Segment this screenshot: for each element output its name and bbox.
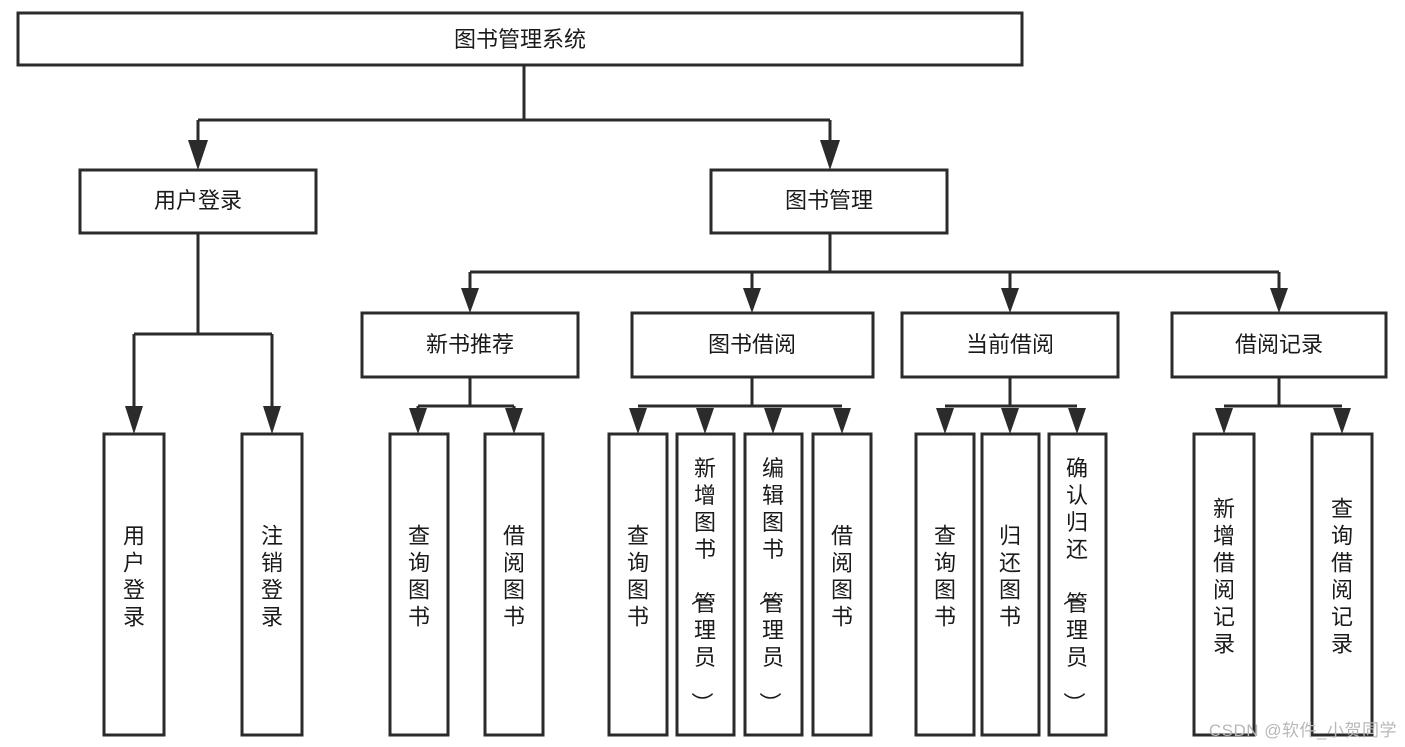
node-leaf-return-book-label: 归还图书 (999, 524, 1021, 630)
arrowhead-user-login (188, 140, 208, 170)
arrowhead-book-management (820, 140, 840, 170)
node-leaf-query-book-3[interactable]: 查询图书 (914, 432, 976, 737)
arrowhead-leaf-confirm-return (1068, 408, 1086, 434)
node-leaf-confirm-return-label: 确认归还（管理员） (1061, 456, 1088, 714)
node-book-management-label: 图书管理 (785, 188, 873, 213)
node-current-borrow-box[interactable] (900, 311, 1120, 379)
node-leaf-borrow-book-1-box[interactable] (483, 432, 545, 737)
node-leaf-user-login[interactable]: 用户登录 (102, 432, 166, 737)
node-leaf-edit-book-box[interactable] (743, 432, 804, 737)
node-root-label: 图书管理系统 (454, 27, 586, 52)
node-leaf-add-book-label: 新增图书（管理员） (689, 456, 716, 714)
node-leaf-logout-login-label: 注销登录 (261, 524, 283, 630)
node-book-management-box[interactable] (709, 168, 949, 235)
arrowhead-leaf-add-book (696, 408, 714, 434)
arrowhead-leaf-edit-book (764, 408, 782, 434)
node-leaf-query-book-2[interactable]: 查询图书 (607, 432, 669, 737)
node-leaf-query-record-box[interactable] (1310, 432, 1374, 737)
node-new-book-recommend[interactable]: 新书推荐 (360, 311, 580, 379)
node-current-borrow[interactable]: 当前借阅 (900, 311, 1120, 379)
node-leaf-return-book-box[interactable] (980, 432, 1041, 737)
node-user-login-label: 用户登录 (154, 188, 242, 213)
node-leaf-query-book-1-box[interactable] (388, 432, 450, 737)
node-borrow-record-box[interactable] (1170, 311, 1388, 379)
node-book-borrow[interactable]: 图书借阅 (630, 311, 875, 379)
node-leaf-add-record-label: 新增借阅记录 (1213, 497, 1235, 657)
node-leaf-edit-book-label: 编辑图书（管理员） (757, 456, 784, 714)
node-leaf-query-book-1[interactable]: 查询图书 (388, 432, 450, 737)
node-leaf-borrow-book-2-label: 借阅图书 (831, 524, 853, 630)
node-leaf-add-record-box[interactable] (1192, 432, 1256, 737)
node-root-box[interactable] (16, 11, 1024, 67)
node-leaf-confirm-return-box[interactable] (1047, 432, 1108, 737)
node-leaf-user-login-label: 用户登录 (123, 524, 145, 630)
node-leaf-borrow-book-2-box[interactable] (811, 432, 873, 737)
node-user-login[interactable]: 用户登录 (78, 168, 318, 235)
arrowhead-new-book-recommend (461, 288, 479, 313)
node-leaf-query-book-2-label: 查询图书 (627, 524, 649, 630)
node-leaf-edit-book[interactable]: 编辑图书（管理员） (743, 432, 804, 737)
node-leaf-confirm-return[interactable]: 确认归还（管理员） (1047, 432, 1108, 737)
arrowhead-leaf-borrow-book-2 (833, 408, 851, 434)
node-leaf-add-book-box[interactable] (675, 432, 736, 737)
node-leaf-logout-login-box[interactable] (240, 432, 304, 737)
node-leaf-query-book-2-box[interactable] (607, 432, 669, 737)
node-leaf-add-record[interactable]: 新增借阅记录 (1192, 432, 1256, 737)
csdn-watermark: CSDN @软件_小贺同学 (1208, 721, 1397, 740)
leaf-nodes-layer: 用户登录 注销登录 查询图书 借阅图书 查询图书 新增图书（管理员） (102, 432, 1374, 737)
node-leaf-borrow-book-1[interactable]: 借阅图书 (483, 432, 545, 737)
node-new-book-recommend-box[interactable] (360, 311, 580, 379)
node-leaf-logout-login[interactable]: 注销登录 (240, 432, 304, 737)
node-leaf-query-book-3-label: 查询图书 (934, 524, 956, 630)
node-leaf-query-record-label: 查询借阅记录 (1331, 497, 1353, 657)
node-current-borrow-label: 当前借阅 (966, 332, 1054, 357)
arrowhead-leaf-return-book (1001, 408, 1019, 434)
arrowhead-leaf-query-book-3 (936, 408, 954, 434)
node-leaf-return-book[interactable]: 归还图书 (980, 432, 1041, 737)
arrowhead-book-borrow (743, 288, 761, 313)
arrowhead-current-borrow (1001, 288, 1019, 313)
arrowhead-leaf-logout-login (263, 406, 281, 434)
arrowhead-leaf-query-book-2 (629, 408, 647, 434)
arrowhead-leaf-user-login (125, 406, 143, 434)
node-borrow-record[interactable]: 借阅记录 (1170, 311, 1388, 379)
node-root[interactable]: 图书管理系统 (16, 11, 1024, 67)
arrowhead-leaf-query-book-1 (409, 408, 427, 434)
arrowhead-leaf-query-record (1333, 408, 1351, 434)
node-borrow-record-label: 借阅记录 (1235, 332, 1323, 357)
node-leaf-query-book-1-label: 查询图书 (408, 524, 430, 630)
node-leaf-query-book-3-box[interactable] (914, 432, 976, 737)
connector-layer (125, 65, 1351, 434)
node-user-login-box[interactable] (78, 168, 318, 235)
node-leaf-add-book[interactable]: 新增图书（管理员） (675, 432, 736, 737)
node-leaf-user-login-box[interactable] (102, 432, 166, 737)
node-leaf-borrow-book-2[interactable]: 借阅图书 (811, 432, 873, 737)
node-new-book-recommend-label: 新书推荐 (426, 332, 514, 357)
arrowhead-leaf-add-record (1215, 408, 1233, 434)
arrowhead-leaf-borrow-book-1 (505, 408, 523, 434)
node-leaf-query-record[interactable]: 查询借阅记录 (1310, 432, 1374, 737)
node-book-borrow-box[interactable] (630, 311, 875, 379)
node-book-management[interactable]: 图书管理 (709, 168, 949, 235)
node-leaf-borrow-book-1-label: 借阅图书 (503, 524, 525, 630)
node-book-borrow-label: 图书借阅 (708, 332, 796, 357)
arrowhead-borrow-record (1270, 288, 1288, 313)
